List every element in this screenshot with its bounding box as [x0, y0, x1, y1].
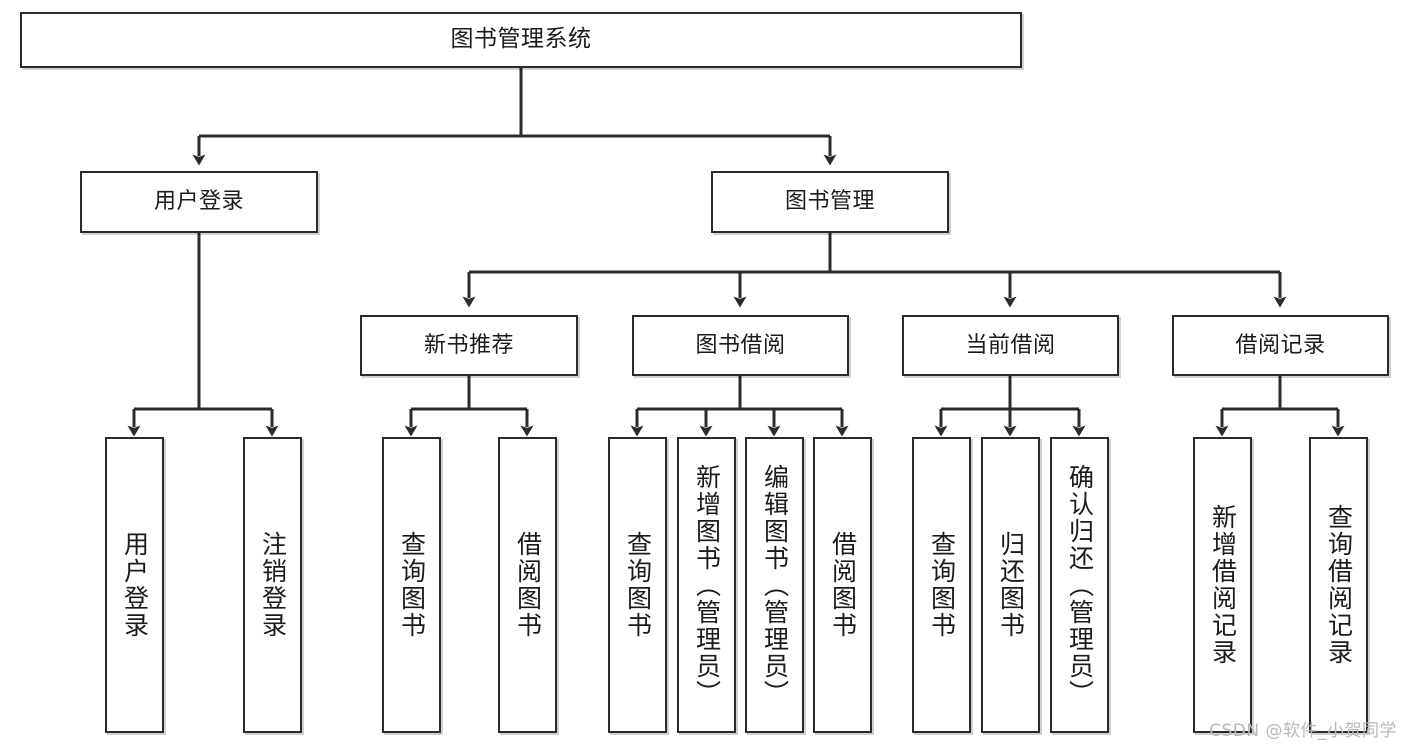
- node-label: 新增图书（管理员）: [692, 463, 722, 707]
- node-label: 用户登录: [120, 531, 150, 639]
- leaf-query-borrow-record[interactable]: 查询借阅记录: [1309, 437, 1368, 733]
- node-label: 归还图书: [996, 531, 1026, 639]
- node-borrow-record[interactable]: 借阅记录: [1172, 315, 1389, 376]
- node-label: 新增借阅记录: [1208, 504, 1238, 666]
- node-label: 用户登录: [153, 189, 244, 215]
- node-label: 新书推荐: [423, 332, 514, 358]
- node-label: 查询图书: [397, 531, 427, 639]
- leaf-query-book-current[interactable]: 查询图书: [912, 437, 971, 733]
- leaf-logout[interactable]: 注销登录: [243, 437, 302, 733]
- node-label: 借阅图书: [828, 531, 858, 639]
- node-current-borrow[interactable]: 当前借阅: [902, 315, 1119, 376]
- leaf-edit-book[interactable]: 编辑图书（管理员）: [745, 437, 804, 733]
- node-label: 查询图书: [927, 531, 957, 639]
- leaf-user-login[interactable]: 用户登录: [105, 437, 164, 733]
- node-label: 图书管理: [784, 189, 875, 215]
- node-label: 图书借阅: [695, 332, 786, 358]
- node-label: 查询图书: [623, 531, 653, 639]
- leaf-query-book-recommend[interactable]: 查询图书: [382, 437, 441, 733]
- node-label: 借阅记录: [1235, 332, 1326, 358]
- node-label: 图书管理系统: [450, 26, 592, 53]
- leaf-query-book-borrow[interactable]: 查询图书: [608, 437, 667, 733]
- node-label: 编辑图书（管理员）: [760, 463, 790, 707]
- leaf-borrow-book[interactable]: 借阅图书: [813, 437, 872, 733]
- node-user-login[interactable]: 用户登录: [80, 171, 318, 233]
- node-root-system[interactable]: 图书管理系统: [20, 12, 1022, 68]
- leaf-confirm-return[interactable]: 确认归还（管理员）: [1050, 437, 1109, 733]
- node-label: 注销登录: [258, 531, 288, 639]
- node-label: 借阅图书: [513, 531, 543, 639]
- node-book-management[interactable]: 图书管理: [711, 171, 949, 233]
- node-label: 当前借阅: [965, 332, 1056, 358]
- leaf-add-book[interactable]: 新增图书（管理员）: [677, 437, 736, 733]
- node-label: 查询借阅记录: [1324, 504, 1354, 666]
- leaf-return-book[interactable]: 归还图书: [981, 437, 1040, 733]
- node-book-borrow[interactable]: 图书借阅: [632, 315, 849, 376]
- watermark-text: CSDN @软件_小贺同学: [1209, 721, 1397, 741]
- leaf-add-borrow-record[interactable]: 新增借阅记录: [1193, 437, 1252, 733]
- leaf-borrow-book-recommend[interactable]: 借阅图书: [498, 437, 557, 733]
- node-new-book-recommend[interactable]: 新书推荐: [360, 315, 578, 376]
- node-label: 确认归还（管理员）: [1065, 463, 1095, 707]
